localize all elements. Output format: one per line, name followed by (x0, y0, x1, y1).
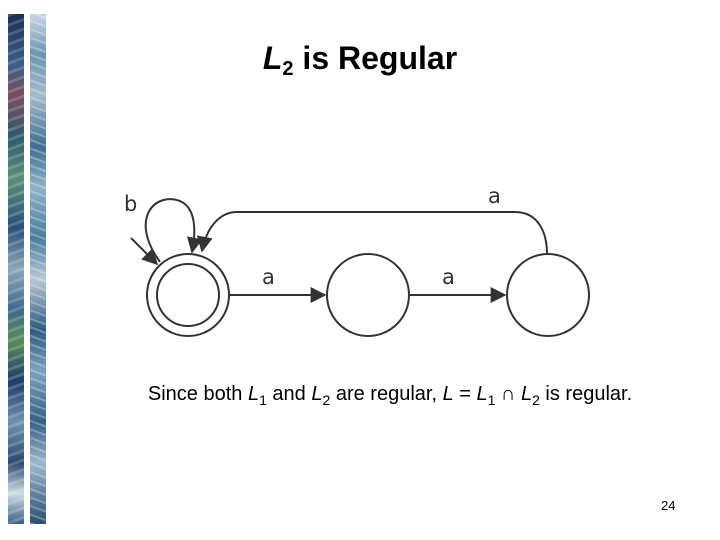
statement-text: Since both (148, 383, 243, 405)
statement-text: are regular, (336, 383, 437, 405)
transition-q1-q2-label: a (442, 265, 455, 289)
transition-q0-q0-arrow (146, 199, 195, 262)
intersection-operator: ∩ (501, 383, 515, 405)
statement-subscript: 2 (532, 392, 540, 408)
state-q0-outer-ring (147, 254, 229, 336)
transition-q2-q0-arrow (202, 212, 547, 254)
page-number: 24 (661, 498, 675, 513)
transition-q0-q1-label: a (262, 265, 275, 289)
statement-variable: L (521, 383, 532, 405)
statement-variable: L (477, 383, 488, 405)
transition-q0-q0-label: b (124, 192, 137, 216)
statement-text: is regular. (545, 383, 632, 405)
statement-variable: L (311, 383, 322, 405)
statement-variable: L (248, 383, 259, 405)
statement-variable: L (443, 383, 454, 405)
transition-q2-q0-label: a (488, 184, 501, 208)
state-q2 (507, 254, 589, 336)
state-q0 (157, 264, 219, 326)
statement-subscript: 1 (259, 392, 267, 408)
statement-text: and (272, 383, 305, 405)
statement-subscript: 2 (322, 392, 330, 408)
statement-equals: = (459, 383, 471, 405)
conclusion-statement: Since both L1 and L2 are regular, L = L1… (0, 383, 720, 408)
state-q1 (327, 254, 409, 336)
statement-subscript: 1 (488, 392, 496, 408)
